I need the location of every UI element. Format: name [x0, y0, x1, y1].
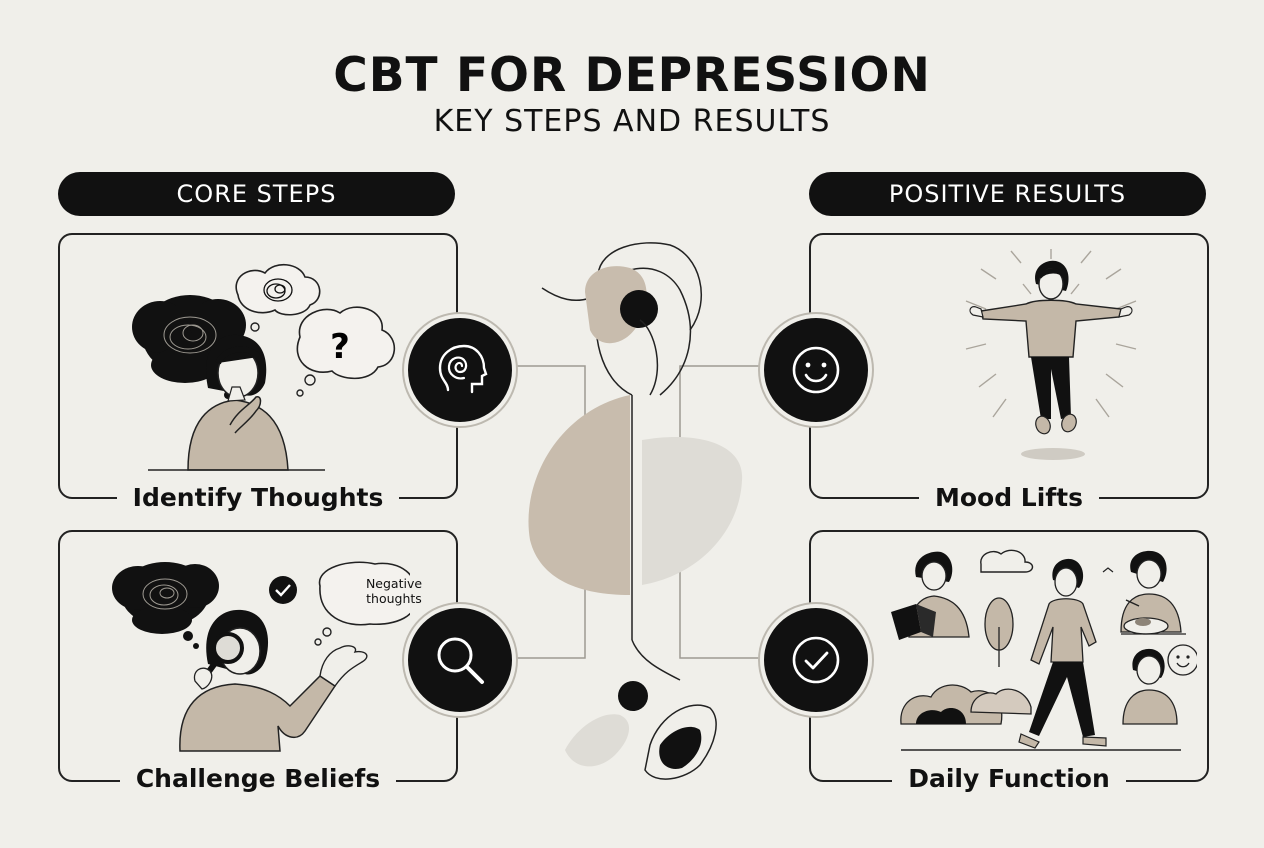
positive-results-header: POSITIVE RESULTS: [809, 172, 1206, 216]
head-spiral-icon: [404, 314, 516, 426]
daily-activities-illustration: [891, 549, 1197, 751]
card-identify-thoughts: ? Identify Thoughts: [58, 233, 458, 512]
step-label-challenge: Challenge Beliefs: [60, 764, 456, 793]
question-mark-text: ?: [330, 327, 350, 367]
core-steps-header: CORE STEPS: [58, 172, 455, 216]
magnifier-icon: [404, 604, 516, 716]
smile-icon: [760, 314, 872, 426]
thinking-person-illustration: ?: [132, 264, 396, 471]
card-challenge-beliefs: Negative thoughts Challenge Beliefs: [58, 530, 458, 793]
page-subtitle: KEY STEPS AND RESULTS: [433, 104, 831, 139]
joyful-jumping-person-illustration: [965, 249, 1137, 460]
step-label-identify: Identify Thoughts: [60, 483, 456, 512]
result-label-daily: Daily Function: [811, 764, 1207, 793]
result-label-mood: Mood Lifts: [811, 483, 1207, 512]
negative-thoughts-bubble-text: Negative thoughts: [365, 576, 423, 606]
page-title: CBT FOR DEPRESSION: [333, 48, 931, 103]
card-daily-function: Daily Function: [809, 530, 1209, 793]
checkmark-icon: [760, 604, 872, 716]
card-mood-lifts: Mood Lifts: [809, 233, 1209, 512]
challenging-person-illustration: [112, 561, 410, 752]
